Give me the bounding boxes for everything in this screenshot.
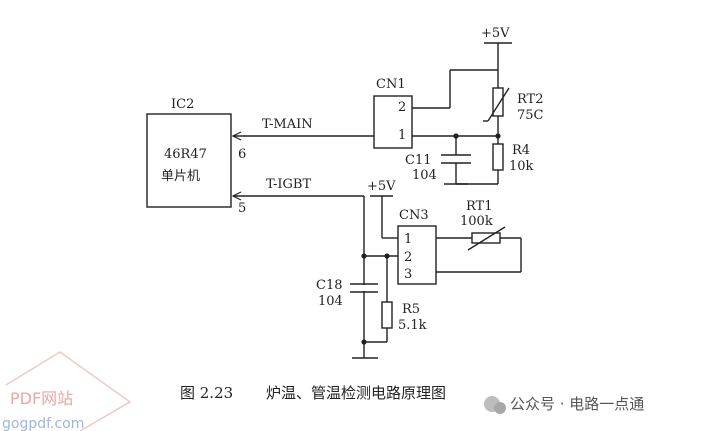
rt2-slash (487, 87, 510, 122)
watermark-wechat: 公众号 · 电路一点通 (510, 395, 644, 413)
junction-dot (361, 339, 367, 345)
c18-ref: C18 (316, 278, 343, 293)
rt1-value: 100k (460, 214, 493, 229)
junction-dot (384, 253, 390, 259)
ic2-pin5: 5 (238, 201, 246, 216)
watermark-url: gogpdf.com (2, 416, 84, 431)
figure-number: 图 2.23 (180, 384, 233, 402)
t-main-label: T-MAIN (262, 117, 313, 132)
junction-dot (361, 253, 367, 259)
cn3-body (397, 225, 437, 285)
t-main-arrow (231, 131, 242, 141)
pdf-site-watermark: PDF网站 gogpdf.com (2, 351, 132, 431)
t-igbt-arrow (231, 191, 242, 201)
watermark-site: PDF网站 (10, 389, 73, 408)
figure-title: 炉温、管温检测电路原理图 (266, 384, 446, 402)
cn3-pin3: 3 (404, 267, 412, 282)
junction-dot (453, 133, 459, 139)
r4-ref: R4 (512, 143, 530, 158)
c11-ref: C11 (405, 153, 432, 168)
r5-ref: R5 (402, 302, 420, 317)
cn3-ref: CN3 (399, 208, 429, 223)
rt1-slash (467, 226, 506, 251)
ic2-part: 46R47 (164, 147, 207, 162)
c18-value: 104 (318, 294, 343, 309)
cn1-ref: CN1 (376, 77, 406, 92)
cn3-pin1: 1 (404, 232, 412, 247)
rt2-ref: RT2 (517, 92, 544, 107)
t-igbt-label: T-IGBT (266, 177, 311, 192)
c11-value: 104 (412, 168, 437, 183)
ic2-body (146, 113, 232, 208)
r5-body (381, 301, 393, 329)
junction-dot (495, 133, 501, 139)
cn1-pin2: 2 (398, 100, 406, 115)
ic2-pin6: 6 (238, 147, 246, 162)
cn1-body (373, 95, 413, 149)
rt1-ref: RT1 (466, 199, 493, 214)
cn1-pin1: 1 (398, 128, 406, 143)
supply-mid-label: +5V (367, 179, 396, 194)
cn3-pin2: 2 (404, 250, 412, 265)
rt2-value: 75C (517, 108, 544, 123)
ic2-desc: 单片机 (161, 169, 200, 184)
wechat-watermark: 公众号 · 电路一点通 (484, 395, 644, 414)
supply-top-label: +5V (481, 26, 510, 41)
r5-value: 5.1k (398, 318, 427, 333)
ic2-ref: IC2 (171, 97, 194, 112)
r4-body (492, 143, 504, 171)
r4-value: 10k (509, 159, 534, 174)
